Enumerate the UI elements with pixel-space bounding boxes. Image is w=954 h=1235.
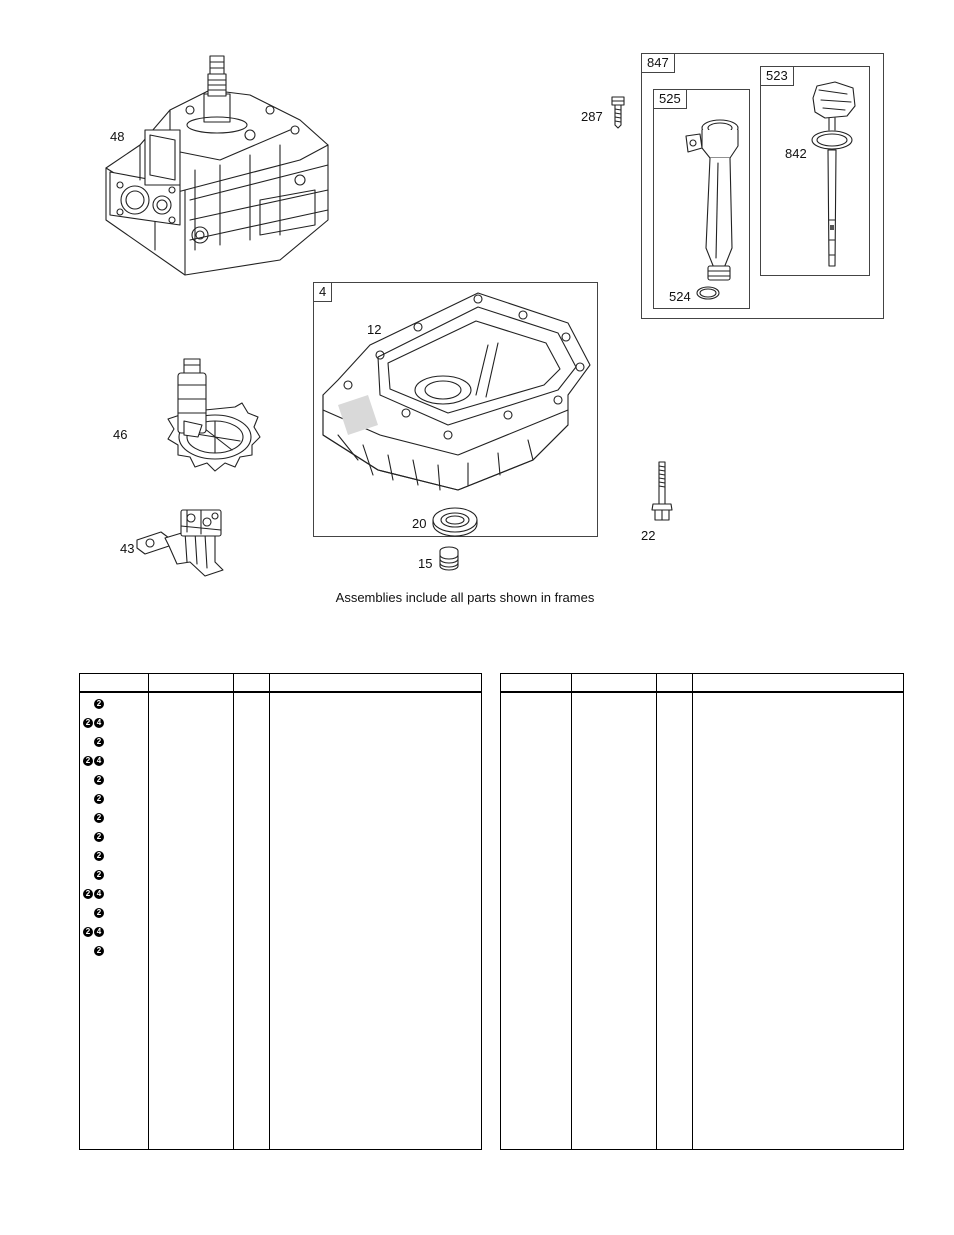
footnote-mark: 2 [83,926,93,937]
engine-sump-icon [322,292,591,491]
cam-gear-icon [167,358,261,472]
dipstick-tube-icon [685,119,739,300]
footnote-mark: 2 [94,774,104,785]
footnote-mark: 2 [94,831,104,842]
bolt-icon [651,461,673,521]
footnote-mark: 2 [94,812,104,823]
assembly-frame-525: 525 [653,89,750,309]
oil-seal-icon [432,507,478,537]
callout-20: 20 [412,516,427,531]
screw-icon [611,96,625,129]
table-row: 2 [80,770,148,789]
crankcase-cylinder-icon [105,55,329,276]
table-row: 2 [80,808,148,827]
table-row: 2 [80,732,148,751]
table-row: 2 [80,941,148,960]
frame-label-847: 847 [642,54,675,73]
frame-label-4: 4 [314,283,333,302]
footnote-mark: 2 [83,717,93,728]
footnote-mark: 2 [94,698,104,709]
footnote-mark: 4 [94,888,104,899]
table-row: 2 [80,846,148,865]
footnote-mark: 2 [94,793,104,804]
footnote-mark: 4 [94,926,104,937]
drain-plug-icon [439,546,459,571]
footnote-mark: 2 [83,888,93,899]
dipstick-icon [811,81,856,267]
frame-label-523: 523 [760,66,794,86]
assembly-frame-523: 523 [760,66,870,276]
callout-46: 46 [113,427,128,442]
footnote-mark: 2 [94,869,104,880]
footnote-mark: 4 [94,755,104,766]
callout-842: 842 [785,146,807,161]
footnote-mark: 2 [94,907,104,918]
frame-label-525: 525 [653,89,687,109]
table-row: 2 [80,865,148,884]
callout-15: 15 [418,556,433,571]
callout-43: 43 [120,541,135,556]
footnote-mark: 4 [94,717,104,728]
diagram-caption: Assemblies include all parts shown in fr… [335,590,595,605]
table-header-left [80,674,481,693]
governor-bracket-icon [136,509,224,577]
table-row: 2 [80,789,148,808]
callout-12: 12 [367,322,382,337]
table-row: 2 [80,903,148,922]
footnote-mark: 2 [94,850,104,861]
callout-287: 287 [581,109,603,124]
table-row: 2 [80,827,148,846]
callout-48: 48 [110,129,125,144]
table-header-right [501,674,903,693]
table-row: 2 [80,694,148,713]
footnote-mark: 2 [83,755,93,766]
footnote-mark: 2 [94,736,104,747]
callout-22: 22 [641,528,656,543]
parts-table-right [500,673,904,1150]
footnote-mark: 2 [94,945,104,956]
callout-524: 524 [669,289,691,304]
assembly-frame-847: 847 [641,53,884,319]
